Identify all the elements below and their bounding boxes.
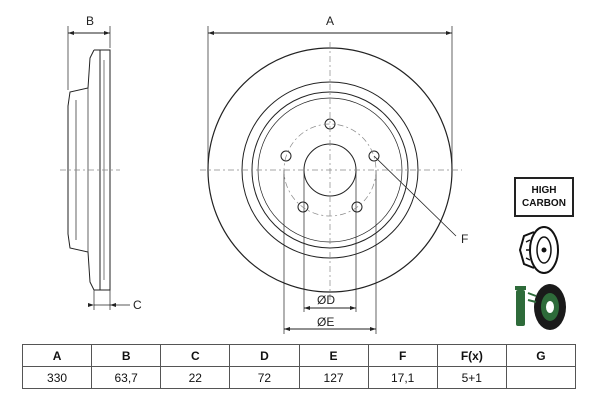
value-cell: 17,1 xyxy=(367,366,438,389)
header-cell: B xyxy=(91,344,162,367)
header-cell: A xyxy=(21,344,93,367)
high-carbon-badge: HIGH CARBON xyxy=(514,177,574,217)
header-cell: E xyxy=(298,344,369,367)
front-centerlines xyxy=(200,42,462,300)
spec-table-header-row: A B C D E F F(x) G xyxy=(21,344,577,367)
badge-line1: HIGH xyxy=(531,185,557,196)
vented-disc-icon xyxy=(518,226,559,274)
value-cell xyxy=(505,366,577,389)
value-cell: 127 xyxy=(298,366,369,389)
header-cell: G xyxy=(505,344,577,367)
bolt-hole xyxy=(351,201,363,213)
label-b: B xyxy=(86,14,94,28)
bolt-hole xyxy=(280,150,292,162)
value-cell: 22 xyxy=(160,366,231,389)
label-f: F xyxy=(461,232,468,246)
header-cell: D xyxy=(229,344,300,367)
value-cell: 330 xyxy=(21,366,93,389)
side-profile-view xyxy=(67,26,130,310)
bolt-hole xyxy=(368,150,380,162)
label-c: C xyxy=(133,298,142,312)
header-cell: F xyxy=(367,344,438,367)
header-cell: C xyxy=(160,344,231,367)
header-cell: F(x) xyxy=(436,344,507,367)
bolt-hole xyxy=(297,201,309,213)
spec-table: A B C D E F F(x) G 330 63,7 22 72 127 17… xyxy=(21,344,577,389)
front-view xyxy=(207,26,457,334)
label-e: ØE xyxy=(317,315,334,329)
value-cell: 72 xyxy=(229,366,300,389)
badge-line2: CARBON xyxy=(522,198,566,209)
spec-table-value-row: 330 63,7 22 72 127 17,1 5+1 xyxy=(21,366,577,389)
value-cell: 63,7 xyxy=(91,366,162,389)
value-cell: 5+1 xyxy=(436,366,507,389)
coated-disc-icon xyxy=(515,284,566,330)
label-a: A xyxy=(326,14,334,28)
label-d: ØD xyxy=(317,293,335,307)
